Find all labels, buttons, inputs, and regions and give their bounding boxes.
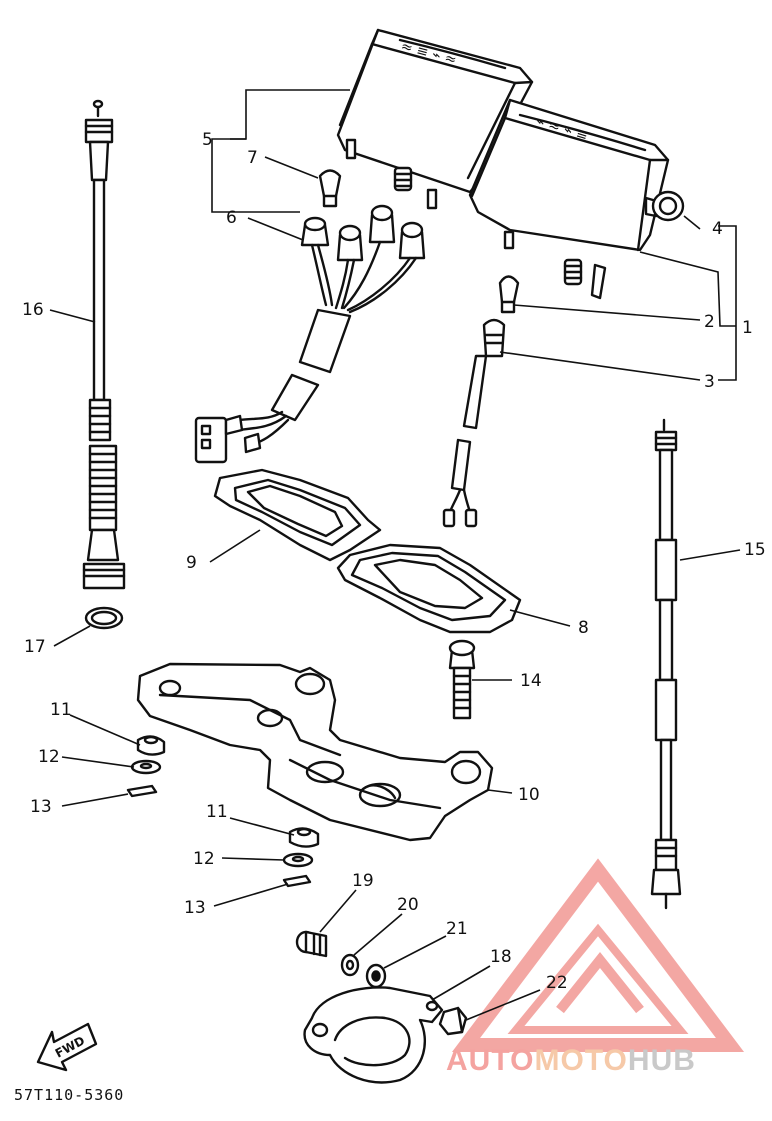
watermark-hub: HUB: [628, 1044, 696, 1077]
o-ring: [84, 606, 124, 630]
callout-12-upper: 12: [38, 747, 60, 767]
bolt-short: [295, 930, 328, 958]
nut: [438, 1006, 468, 1036]
gasket-right: [336, 543, 522, 634]
bulb-indicator: [498, 275, 520, 314]
fwd-arrow-icon: FWD: [36, 1022, 98, 1072]
washer-lower: [282, 852, 314, 868]
callout-15: 15: [744, 540, 766, 560]
tachometer-cable: [650, 418, 682, 910]
callout-10: 10: [518, 785, 540, 805]
callout-7: 7: [247, 148, 258, 168]
plain-washer: [365, 963, 387, 989]
callout-2: 2: [704, 312, 715, 332]
meter-housing-tachometer: ⌁ ≈ ⌁ ≡: [468, 98, 670, 300]
gasket-left: [213, 468, 382, 562]
callout-3: 3: [704, 372, 715, 392]
watermark-moto: MOTO: [534, 1044, 627, 1077]
clip-upper: [126, 784, 158, 798]
bulb-small: [318, 169, 342, 208]
callout-13-lower: 13: [184, 898, 206, 918]
watermark-logo: [451, 858, 745, 1052]
damper-upper: [136, 735, 166, 756]
callout-19: 19: [352, 871, 374, 891]
callout-12-lower: 12: [193, 849, 215, 869]
callout-11-lower: 11: [206, 802, 228, 822]
callout-18: 18: [490, 947, 512, 967]
callout-11-upper: 11: [50, 700, 72, 720]
callout-21: 21: [446, 919, 468, 939]
spring-washer: [340, 953, 360, 977]
watermark-text: AUTOMOTOHUB: [446, 1044, 696, 1077]
callout-9: 9: [186, 553, 197, 573]
callout-20: 20: [397, 895, 419, 915]
speedometer-cable: [82, 99, 126, 590]
washer-upper: [130, 759, 162, 775]
callout-numbers: 5 7 6 4 2 1 3 16 15 9 8 17 14 11 12 10 1…: [22, 130, 766, 993]
reset-knob: [644, 190, 685, 222]
callout-4: 4: [712, 219, 723, 239]
callout-16: 16: [22, 300, 44, 320]
callout-13-upper: 13: [30, 797, 52, 817]
callout-22: 22: [546, 973, 568, 993]
damper-lower: [288, 827, 320, 848]
callout-1: 1: [742, 318, 753, 338]
callout-14: 14: [520, 671, 542, 691]
callout-6: 6: [226, 208, 237, 228]
bolt-long: [448, 639, 476, 720]
reference-code: 57T110-5360: [14, 1086, 124, 1104]
indicator-socket-leads: [442, 318, 506, 528]
callout-17: 17: [24, 637, 46, 657]
meter-bracket: [136, 662, 494, 842]
callout-8: 8: [578, 618, 589, 638]
cable-clamp: [303, 986, 444, 1084]
callout-5: 5: [202, 130, 213, 150]
leader-lines: [49, 89, 741, 1021]
watermark-auto: AUTO: [446, 1044, 534, 1077]
bulb-socket-harness: [194, 204, 426, 464]
